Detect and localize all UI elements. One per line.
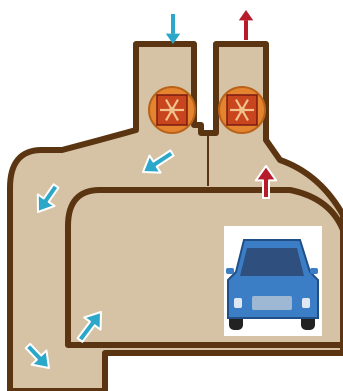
inflow-arrow-icon xyxy=(142,149,175,174)
arrow-down-icon xyxy=(165,14,181,44)
arrow-up-icon xyxy=(238,10,254,40)
arrow-up-icon xyxy=(254,165,278,199)
inflow-arrow-icon xyxy=(24,342,50,369)
inflow-arrow-icon xyxy=(36,183,60,213)
inflow-arrow-icon xyxy=(76,311,102,343)
fan-icon xyxy=(148,86,196,134)
car-icon xyxy=(226,239,319,330)
fan-icon xyxy=(218,86,266,134)
